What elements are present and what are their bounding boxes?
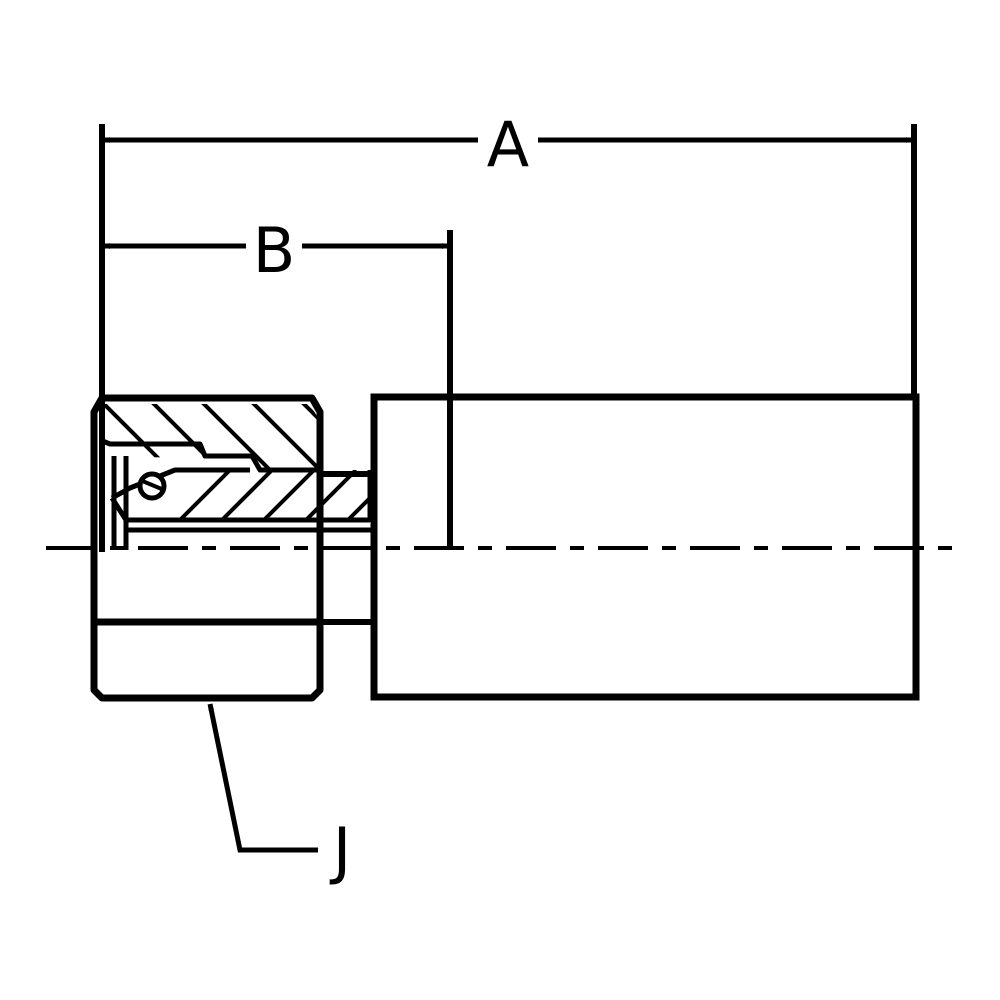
swivel-nut [90, 394, 324, 702]
callout-j-label: J [329, 814, 351, 887]
callout-j [207, 703, 318, 853]
swivel-nut-outline [90, 394, 324, 702]
retaining-ball-dash [139, 478, 165, 492]
section-view [99, 404, 374, 550]
dimension-a-label: A [487, 108, 529, 181]
dimension-b-label: B [253, 214, 296, 287]
nut-hatching [104, 404, 318, 470]
callout-j-leader [207, 703, 318, 853]
stem-neck [320, 471, 374, 625]
stem-nose [110, 467, 250, 501]
nut-inner-bore [99, 437, 320, 473]
stem-hatching [178, 470, 370, 520]
extension-lines [99, 124, 917, 552]
stem-seat [109, 496, 370, 523]
